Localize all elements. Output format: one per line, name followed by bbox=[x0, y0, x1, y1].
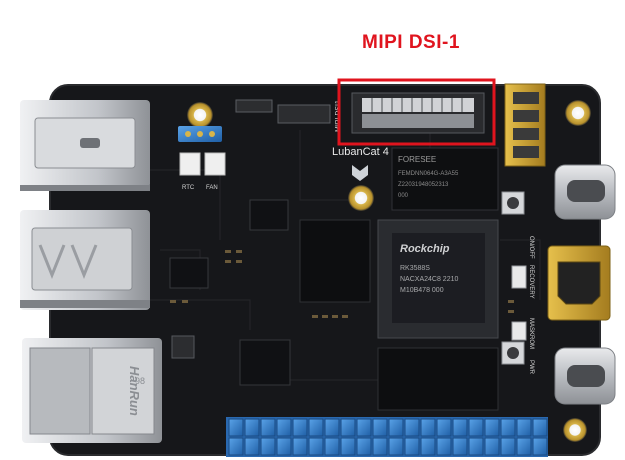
soc-line1: RK3588S bbox=[400, 265, 430, 272]
board-name-silkscreen: LubanCat 4 bbox=[332, 146, 389, 158]
onoff-button bbox=[501, 191, 525, 215]
mounting-hole-bottom-right bbox=[563, 418, 587, 442]
gpio-pin bbox=[388, 437, 404, 456]
gpio-pin bbox=[420, 437, 436, 456]
ram-chip-lower bbox=[377, 347, 499, 411]
ethernet-jack: HanRun 98 bbox=[22, 338, 162, 443]
gpio-pin bbox=[260, 437, 276, 456]
gpio-pin bbox=[484, 437, 500, 456]
maskrom-small-button bbox=[511, 321, 527, 341]
gpio-pin bbox=[276, 437, 292, 456]
gpio-pin bbox=[356, 437, 372, 456]
gpio-pin bbox=[532, 437, 548, 456]
usb-a-lower bbox=[20, 210, 150, 310]
gpio-pin bbox=[404, 418, 420, 437]
onoff-label: ON/OFF bbox=[528, 236, 534, 259]
callout-box bbox=[337, 78, 496, 146]
gpio-pin bbox=[356, 418, 372, 437]
emmc-line1: FEMDNN064G-A3A55 bbox=[398, 171, 459, 177]
mipi-dsi-1-label: MIPI DSI-1 bbox=[362, 32, 460, 53]
soc-line2: NACXA24C8 2210 bbox=[400, 276, 458, 283]
small-ic-3 bbox=[249, 199, 289, 231]
gpio-pin bbox=[532, 418, 548, 437]
ethernet-brand-text: HanRun bbox=[127, 366, 142, 416]
gpio-pin bbox=[292, 418, 308, 437]
gpio-pin bbox=[372, 418, 388, 437]
gpio-pin bbox=[436, 437, 452, 456]
gpio-pin bbox=[340, 418, 356, 437]
gpio-pin bbox=[324, 437, 340, 456]
mounting-hole-top-right bbox=[565, 100, 591, 126]
gpio-pin bbox=[308, 437, 324, 456]
emmc-line2: Z22031948052313 bbox=[398, 182, 449, 188]
rtc-label: RTC bbox=[182, 185, 195, 191]
gpio-pin bbox=[500, 437, 516, 456]
ethernet-98-text: 98 bbox=[135, 376, 145, 386]
pmic-chip bbox=[239, 339, 291, 386]
audio-jack bbox=[504, 83, 546, 167]
emmc-brand: FORESEE bbox=[398, 155, 436, 164]
gpio-pin bbox=[516, 418, 532, 437]
gpio-pin bbox=[452, 437, 468, 456]
pwr-label: PWR bbox=[528, 360, 534, 375]
usb-c-lower bbox=[554, 347, 616, 405]
small-ic-1 bbox=[169, 257, 209, 289]
gpio-pin bbox=[388, 418, 404, 437]
blue-header-small bbox=[178, 126, 222, 142]
ram-chip-upper bbox=[299, 219, 371, 303]
maskrom-button bbox=[501, 341, 525, 365]
gpio-pin bbox=[228, 437, 244, 456]
gpio-pins bbox=[228, 418, 548, 456]
gpio-pin bbox=[324, 418, 340, 437]
gpio-pin bbox=[420, 418, 436, 437]
gpio-pin bbox=[484, 418, 500, 437]
soc-line3: M10B478 000 bbox=[400, 287, 444, 294]
gpio-pin bbox=[436, 418, 452, 437]
gpio-pin bbox=[468, 437, 484, 456]
gpio-pin bbox=[276, 418, 292, 437]
emmc-line3: 000 bbox=[398, 193, 409, 199]
board-logo-icon bbox=[352, 165, 368, 181]
gpio-pin bbox=[372, 437, 388, 456]
usb-a-upper bbox=[20, 100, 150, 191]
gpio-pin bbox=[340, 437, 356, 456]
gpio-pin bbox=[228, 418, 244, 437]
gpio-pin bbox=[308, 418, 324, 437]
gpio-pin bbox=[260, 418, 276, 437]
gpio-pin bbox=[244, 418, 260, 437]
rtc-connector bbox=[179, 152, 201, 176]
mipi-dsi-connector bbox=[351, 92, 485, 134]
gpio-pin bbox=[292, 437, 308, 456]
maskrom-label: MASKROM bbox=[528, 318, 534, 349]
hdmi-port bbox=[547, 245, 611, 321]
fpc-connector-small bbox=[277, 104, 331, 124]
gpio-pin bbox=[500, 418, 516, 437]
recovery-button bbox=[511, 265, 527, 289]
usb-c-upper bbox=[554, 164, 616, 220]
mounting-hole-top-left bbox=[187, 102, 213, 128]
emmc-chip: FORESEE FEMDNN064G-A3A55 Z22031948052313… bbox=[391, 147, 499, 211]
soc-chip: Rockchip RK3588S NACXA24C8 2210 M10B478 … bbox=[377, 219, 499, 339]
fan-label: FAN bbox=[206, 185, 218, 191]
gpio-pin bbox=[404, 437, 420, 456]
fan-connector bbox=[204, 152, 226, 176]
passive-components bbox=[170, 250, 514, 318]
gpio-pin bbox=[468, 418, 484, 437]
recovery-label: RECOVERY bbox=[528, 265, 534, 299]
gpio-pin bbox=[452, 418, 468, 437]
mounting-hole-mid bbox=[348, 185, 374, 211]
gpio-pin bbox=[516, 437, 532, 456]
small-ic-2 bbox=[171, 335, 195, 359]
gpio-pin bbox=[244, 437, 260, 456]
soc-brand: Rockchip bbox=[400, 243, 450, 255]
